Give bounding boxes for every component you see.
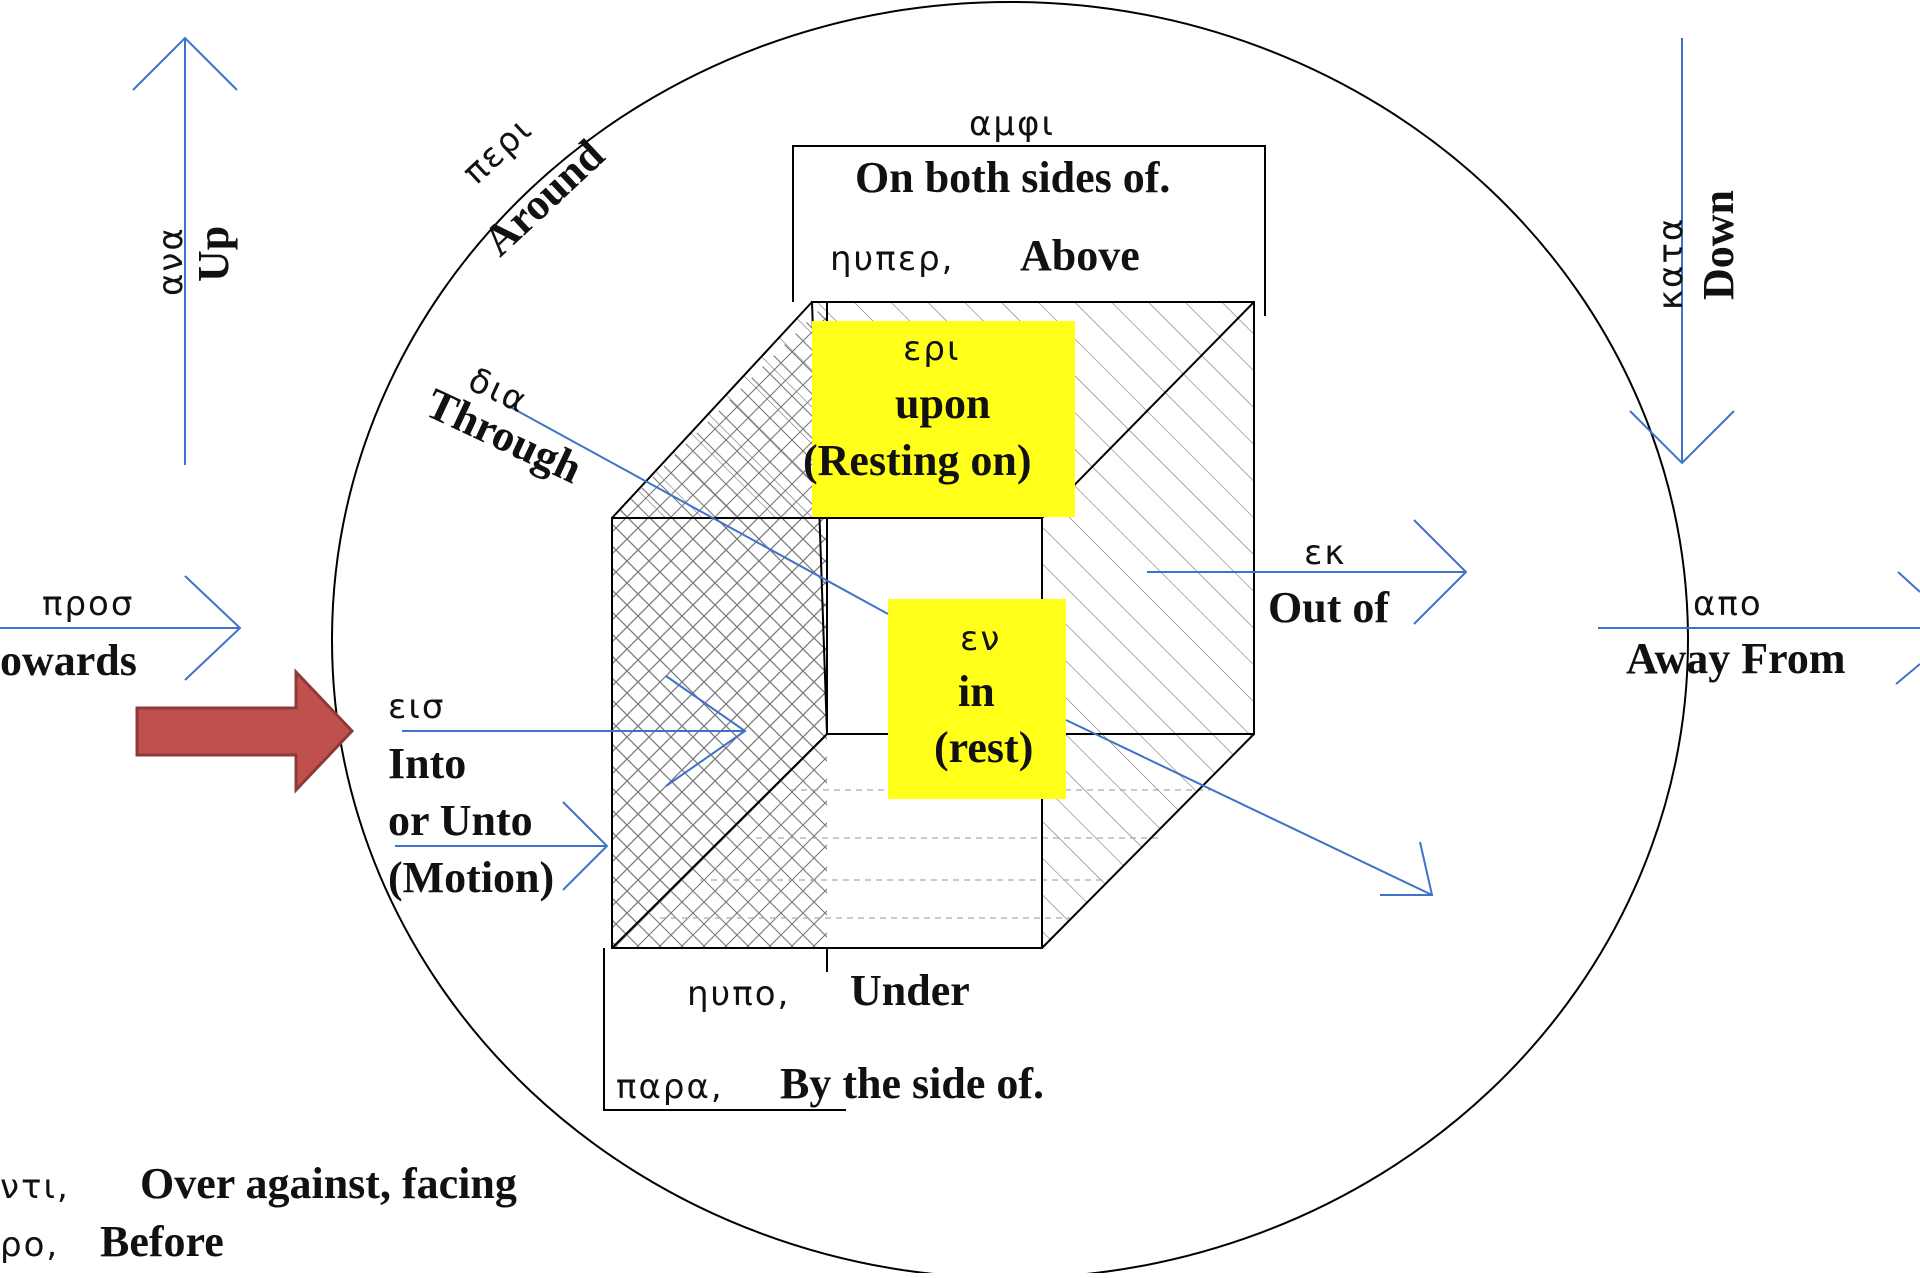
towards-arrow [0,575,242,681]
eis-greek: εισ [388,687,445,727]
para-english: By the side of. [780,1059,1044,1108]
out-of-arrow [1147,519,1468,625]
apo-greek: απο [1693,584,1763,624]
amphi-greek: αμφι [969,104,1055,144]
ana-greek: ανα [151,226,191,296]
down-arrow [1629,38,1735,465]
kata-label: κατα Down [1651,190,1743,310]
through-arrow [502,402,889,615]
epi-highlight [812,321,1075,517]
peri-label: περι Around [455,109,614,266]
red-pointer-arrow [135,668,355,794]
outer-circle [331,1,1689,1278]
into-arrow [402,675,747,787]
hupo-greek: ηυπο, [687,974,790,1014]
epi-greek: ερι [903,329,960,369]
en-english-1: in [958,667,995,716]
epi-english-2: (Resting on) [803,436,1032,485]
up-arrow [132,36,238,465]
pro-english: Before [100,1217,224,1266]
away-from-arrow [1598,571,1920,685]
kata-english: Down [1694,190,1743,300]
dia-label: δια Through [419,360,590,493]
hupo-english: Under [850,966,970,1015]
para-bracket [603,948,846,1111]
ek-english: Out of [1268,583,1390,632]
eis-english-3: (Motion) [388,853,554,902]
amphi-bracket [792,145,1266,316]
en-greek: εν [960,619,1001,659]
eis-english-1: Into [388,739,466,788]
huper-english: Above [1020,231,1140,280]
anti-greek: ντι, [0,1167,70,1207]
huper-greek: ηυπερ, [830,239,954,279]
exit-arrow [1065,719,1434,896]
apo-english: Away From [1626,634,1846,683]
ana-english: Up [189,226,238,282]
amphi-english: On both sides of. [855,153,1170,202]
pros-english: owards [0,636,137,685]
kata-greek: κατα [1651,217,1691,310]
para-greek: παρα, [616,1067,724,1107]
en-english-2: (rest) [934,723,1033,772]
anti-english: Over against, facing [140,1159,517,1208]
ek-greek: εκ [1304,533,1346,573]
epi-english-1: upon [895,379,990,428]
ana-label: ανα Up [151,226,238,296]
unto-arrow [395,801,609,891]
en-highlight [888,599,1066,799]
eis-english-2: or Unto [388,796,533,845]
pros-greek: προσ [42,584,134,624]
pro-greek: ρο, [0,1225,59,1265]
cube-front-hatch [612,518,827,948]
